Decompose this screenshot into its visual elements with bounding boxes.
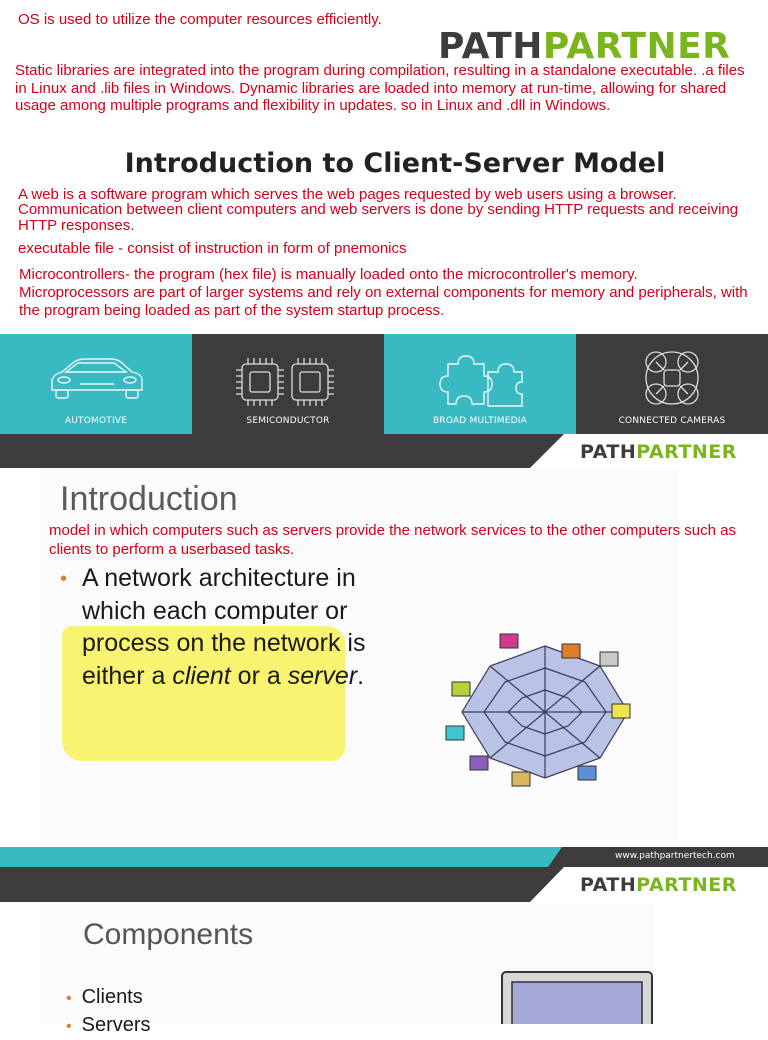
highlighter-mark xyxy=(62,626,345,761)
word-or-a: or a xyxy=(230,661,288,690)
note-executable: executable file - consist of instruction… xyxy=(18,240,407,257)
slide-header-logo-panel xyxy=(530,867,768,902)
note-model: model in which computers such as servers… xyxy=(49,522,736,558)
logo-part-path: PATH xyxy=(580,441,637,463)
bullet-dot: • xyxy=(66,990,72,1007)
logo-part-path: PATH xyxy=(580,874,637,896)
logo-part-partner: PARTNER xyxy=(636,441,737,463)
note-microcontrollers: Microcontrollers- the program (hex file)… xyxy=(19,266,748,319)
word-server: server xyxy=(287,661,358,690)
bullet-dot: • xyxy=(60,568,68,590)
note-web: A web is a software program which serves… xyxy=(18,186,677,203)
list-item: • Clients xyxy=(66,984,151,1012)
components-list: • Clients • Servers xyxy=(66,984,151,1040)
logo-part-path: PATH xyxy=(438,26,543,67)
drone-icon xyxy=(645,351,699,405)
puzzle-icon xyxy=(439,355,523,407)
slide-title-introduction: Introduction xyxy=(60,480,238,518)
bullet-text-plain: A network architecture in which each com… xyxy=(82,564,366,690)
list-item-label: Servers xyxy=(81,1014,151,1036)
logo-part-partner: PARTNER xyxy=(542,26,731,67)
bullet-dot: • xyxy=(66,1018,72,1035)
pathpartner-logo: PATHPARTNER xyxy=(580,874,737,896)
footer-url: www.pathpartnertech.com xyxy=(615,851,735,861)
note-http: Communication between client computers a… xyxy=(18,201,739,234)
tile-connected-cameras: CONNECTED CAMERAS xyxy=(576,334,768,434)
computer-monitor-illustration xyxy=(501,971,653,1024)
tile-label: AUTOMOTIVE xyxy=(64,416,128,426)
pathpartner-logo: PATHPARTNER xyxy=(580,441,737,463)
slide-title-client-server: Introduction to Client-Server Model xyxy=(124,148,666,179)
pathpartner-logo: PATHPARTNER xyxy=(438,26,730,67)
tile-semiconductor: SEMICONDUCTOR xyxy=(192,334,384,434)
industry-band: AUTOMOTIVE SEMICONDUCTOR BROAD MULTIMEDI… xyxy=(0,334,768,434)
slide-header-logo-panel xyxy=(530,434,768,468)
list-item: • Servers xyxy=(66,1012,151,1040)
chip-icon xyxy=(236,358,334,406)
network-web-illustration xyxy=(445,633,631,787)
tile-label: SEMICONDUCTOR xyxy=(246,416,330,426)
bullet-network-architecture: A network architecture in which each com… xyxy=(82,562,382,692)
footer-stripe-dark xyxy=(548,847,768,867)
car-icon xyxy=(51,358,143,399)
word-period: . xyxy=(357,661,365,690)
logo-part-partner: PARTNER xyxy=(636,874,737,896)
slide-title-components: Components xyxy=(83,918,254,951)
word-client: client xyxy=(172,661,231,690)
list-item-label: Clients xyxy=(81,986,143,1008)
tile-label: CONNECTED CAMERAS xyxy=(618,416,726,426)
note-os: OS is used to utilize the computer resou… xyxy=(18,11,382,28)
tile-broad-multimedia: BROAD MULTIMEDIA xyxy=(384,334,576,434)
tile-automotive: AUTOMOTIVE xyxy=(0,334,192,434)
tile-label: BROAD MULTIMEDIA xyxy=(433,416,527,426)
note-libraries: Static libraries are integrated into the… xyxy=(15,62,745,114)
